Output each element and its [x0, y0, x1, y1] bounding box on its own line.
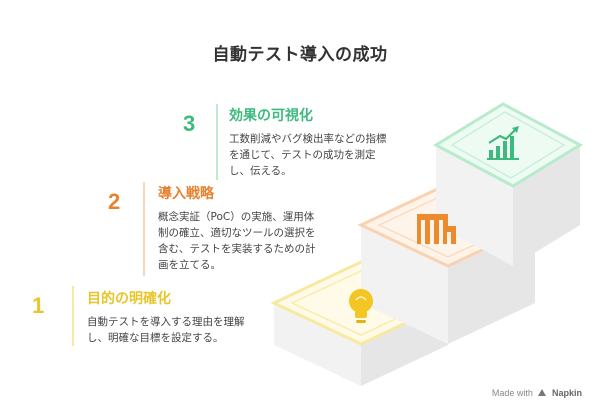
step-2-description: 概念実証（PoC）の実施、運用体 制の確立、適切なツールの選択を 含む、テストを…	[158, 209, 316, 273]
step-1-description: 自動テストを導入する理由を理解 し、明確な目標を設定する。	[87, 314, 245, 346]
step-3-divider	[216, 104, 218, 180]
step-1-divider	[72, 286, 74, 346]
step-3-description: 工数削減やバグ検出率などの指標 を通じて、テストの成功を測定 し、伝える。	[229, 131, 387, 179]
strategy-blocks-icon	[417, 214, 456, 244]
lightbulb-icon	[349, 289, 373, 323]
step-1-number: 1	[32, 293, 45, 318]
step-2-number: 2	[108, 189, 121, 214]
footer-brand: Napkin	[551, 388, 582, 398]
description-line: を通じて、テストの成功を測定	[229, 149, 376, 161]
step-3-number: 3	[183, 111, 196, 136]
description-line: 概念実証（PoC）の実施、運用体	[158, 211, 315, 223]
footer-prefix: Made with	[491, 388, 533, 398]
napkin-logo-icon	[538, 389, 547, 396]
description-line: 自動テストを導入する理由を理解	[87, 316, 245, 328]
description-line: し、明確な目標を設定する。	[87, 332, 224, 344]
chart-growth-icon	[487, 126, 519, 160]
step-3-heading: 効果の可視化	[229, 108, 313, 124]
description-line: 制の確立、適切なツールの選択を	[158, 227, 316, 239]
step-2-heading: 導入戦略	[158, 186, 214, 202]
description-line: し、伝える。	[229, 165, 292, 177]
page-title: 自動テスト導入の成功	[212, 45, 388, 65]
description-line: 画を立てる。	[158, 259, 221, 271]
step-2-divider	[143, 182, 145, 276]
step-1-heading: 目的の明確化	[87, 291, 171, 307]
step-3-block	[432, 102, 584, 266]
description-line: 工数削減やバグ検出率などの指標	[229, 133, 387, 145]
description-line: 含む、テストを実装するための計	[158, 243, 316, 255]
made-with-napkin[interactable]: Made with Napkin	[492, 388, 582, 398]
